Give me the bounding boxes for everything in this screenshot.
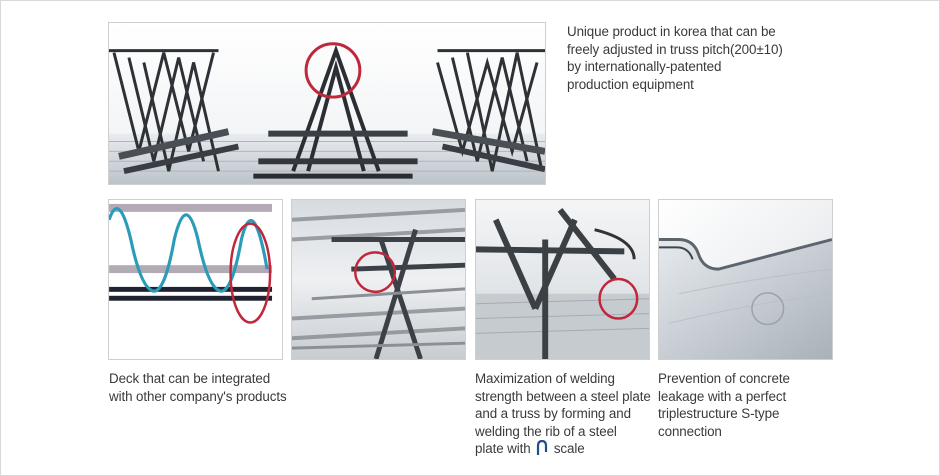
panel-1-caption-line-1: Deck that can be integrated xyxy=(109,371,271,386)
panel-4-caption-line-4: connection xyxy=(658,423,722,439)
s-type-connection-photo xyxy=(658,199,833,360)
panel-3-caption-line-4: welding the rib of a steel xyxy=(475,423,617,439)
rib-scale-icon xyxy=(537,440,548,455)
top-caption-line-3: by internationally-patented xyxy=(567,59,722,74)
panel-4-caption: Prevention of concrete leakage with a pe… xyxy=(658,370,790,440)
top-caption-line-1: Unique product in korea that can be xyxy=(567,24,776,39)
panel-3-caption-line-1: Maximization of welding xyxy=(475,371,615,386)
panel-4-caption-line-1: Prevention of concrete xyxy=(658,371,790,386)
panel-4-caption-line-3: triplestructure S-type xyxy=(658,406,780,421)
panel-1-caption-line-2: with other company's products xyxy=(109,388,287,404)
panel-3-caption-before-icon: plate with xyxy=(475,441,531,456)
top-caption-line-4: production equipment xyxy=(567,76,694,92)
panel-1-caption: Deck that can be integrated with other c… xyxy=(109,370,287,405)
truss-weld-closeup-photo xyxy=(291,199,466,360)
panel-3-caption-after-icon: scale xyxy=(553,441,585,456)
truss-pitch-photo xyxy=(108,22,546,185)
top-caption-line-2: freely adjusted in truss pitch(200±10) xyxy=(567,41,783,57)
panel-3-caption-line-3: and a truss by forming and xyxy=(475,406,631,421)
panel-3-caption-line-2: strength between a steel plate xyxy=(475,388,651,404)
panel-3-caption-line-5: plate with scale xyxy=(475,440,651,458)
panel-3-caption: Maximization of welding strength between… xyxy=(475,370,651,458)
deck-profile-diagram xyxy=(108,199,283,360)
rib-weld-photo xyxy=(475,199,650,360)
top-caption: Unique product in korea that can be free… xyxy=(567,23,783,93)
panel-4-caption-line-2: leakage with a perfect xyxy=(658,388,787,404)
